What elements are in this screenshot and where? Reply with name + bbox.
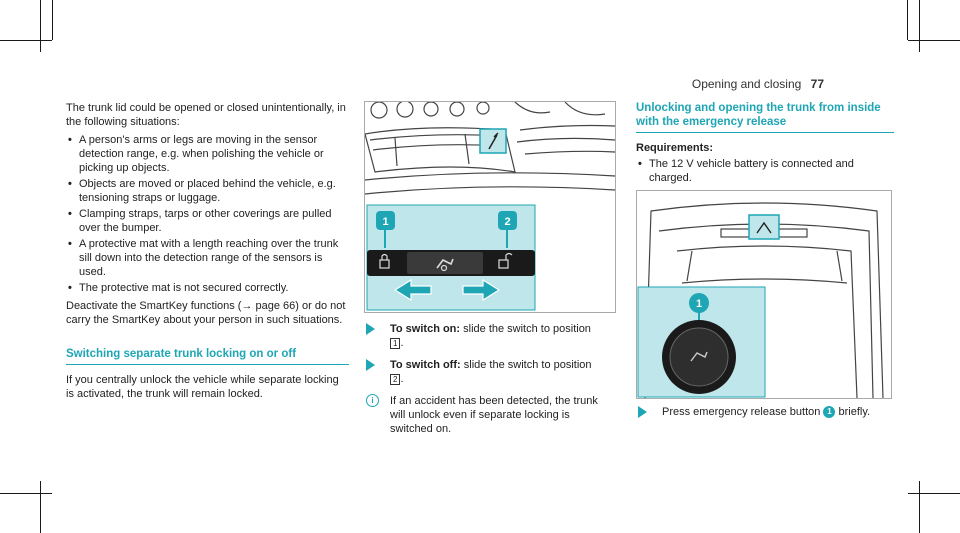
callout-2: 2: [504, 216, 510, 228]
step-text: slide the switch to position: [460, 359, 592, 371]
step-arrow-icon: [366, 323, 375, 335]
info-note: i If an accident has been detected, the …: [364, 394, 614, 436]
step-text: slide the switch to position: [460, 323, 591, 335]
list-item: The protective mat is not secured correc…: [66, 281, 349, 295]
position-key: 2: [390, 374, 401, 385]
list-item: A protective mat with a length reaching …: [66, 237, 349, 279]
arrow-right-icon: [462, 278, 501, 302]
page-number: 77: [810, 77, 824, 91]
running-header: Opening and closing 77: [692, 77, 824, 91]
section-title-separate-locking: Switching separate trunk locking on or o…: [66, 347, 349, 365]
figure-trunk-lock-switch: 1 2: [364, 101, 616, 313]
crop-mark: [919, 481, 920, 533]
crop-mark: [0, 493, 52, 494]
crop-mark: [0, 40, 52, 41]
requirements-label: Requirements:: [636, 142, 714, 154]
trunk-illustration: 1: [637, 202, 884, 398]
step-switch-on: To switch on: slide the switch to positi…: [364, 322, 614, 350]
crop-mark: [40, 0, 41, 52]
step-arrow-icon: [366, 359, 375, 371]
step-press-release: Press emergency release button 1 briefly…: [636, 405, 896, 419]
step-switch-off: To switch off: slide the switch to posit…: [364, 358, 614, 386]
list-item: A person's arms or legs are moving in th…: [66, 133, 349, 175]
column-middle: To switch on: slide the switch to positi…: [364, 322, 614, 436]
list-item: Objects are moved or placed behind the v…: [66, 177, 349, 205]
list-item: The 12 V vehicle battery is connected an…: [636, 157, 894, 185]
situation-list: A person's arms or legs are moving in th…: [66, 133, 349, 295]
crop-mark: [52, 0, 53, 40]
crop-mark: [908, 493, 960, 494]
section-title-emergency-release: Unlocking and opening the trunk from ins…: [636, 101, 894, 133]
requirements-list: The 12 V vehicle battery is connected an…: [636, 157, 894, 185]
crop-mark: [907, 0, 908, 40]
crop-mark: [919, 0, 920, 52]
callout-1: 1: [696, 298, 702, 310]
callout-badge: 1: [823, 406, 836, 419]
step-label: To switch off:: [390, 359, 461, 371]
intro-text: The trunk lid could be opened or closed …: [66, 102, 346, 128]
note-text: If an accident has been detected, the tr…: [390, 395, 598, 435]
column-right: Unlocking and opening the trunk from ins…: [636, 101, 894, 189]
info-icon: i: [366, 394, 379, 407]
position-key: 1: [390, 338, 401, 349]
separate-locking-text: If you centrally unlock the vehicle whil…: [66, 374, 339, 400]
trunk-release-icon: [690, 351, 708, 362]
step-arrow-icon: [638, 406, 647, 418]
column-left: The trunk lid could be opened or closed …: [66, 101, 349, 405]
crop-mark: [40, 481, 41, 533]
callout-1: 1: [382, 216, 388, 228]
list-item: Clamping straps, tarps or other covering…: [66, 207, 349, 235]
step-text: Press emergency release button: [662, 406, 821, 418]
header-title: Opening and closing: [691, 77, 802, 91]
figure-emergency-release: 1: [636, 190, 892, 399]
step-label: To switch on:: [390, 323, 461, 335]
deactivate-text: Deactivate the SmartKey functions (→ pag…: [66, 300, 346, 326]
step-text: briefly.: [838, 406, 871, 418]
glovebox-illustration: 1 2: [365, 102, 615, 311]
arrow-left-icon: [393, 278, 432, 302]
crop-mark: [908, 40, 960, 41]
